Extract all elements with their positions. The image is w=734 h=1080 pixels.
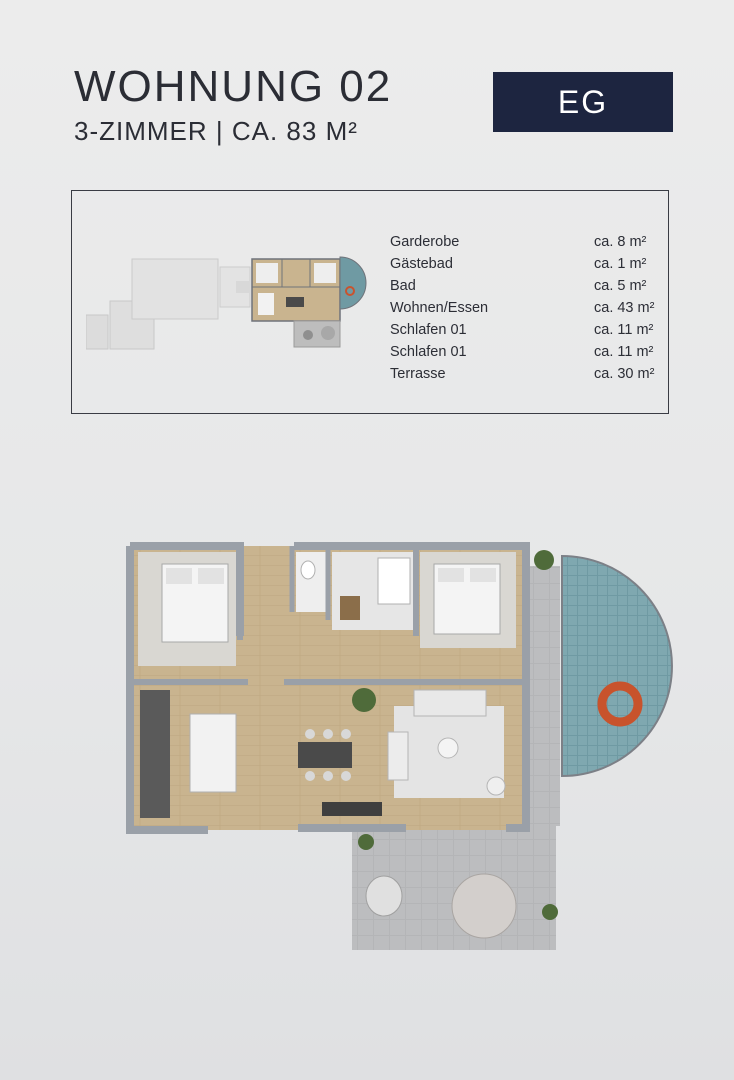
- plant: [352, 688, 376, 712]
- tv-sideboard: [322, 802, 382, 816]
- pool-ring-float: [597, 681, 643, 727]
- pool: [561, 554, 673, 778]
- room-row: Schlafen 01 ca. 11 m²: [390, 341, 666, 363]
- room-area: ca. 1 m²: [594, 256, 647, 272]
- info-box: Garderobe ca. 8 m² Gästebad ca. 1 m² Bad…: [71, 190, 669, 414]
- floor-badge: EG: [493, 72, 673, 132]
- dining-table: [298, 742, 352, 768]
- apartment-title: WOHNUNG 02: [74, 62, 393, 111]
- kitchen-counter: [140, 690, 170, 818]
- room-area: ca. 43 m²: [594, 300, 655, 316]
- kitchen-island: [189, 713, 237, 793]
- room-row: Bad ca. 5 m²: [390, 275, 666, 297]
- room-name: Gästebad: [390, 256, 453, 272]
- guest-bath: [296, 552, 326, 612]
- room-name: Terrasse: [390, 366, 446, 382]
- apartment-subtitle: 3-ZIMMER | CA. 83 M²: [74, 116, 358, 146]
- room-area: ca. 8 m²: [594, 234, 647, 250]
- room-area: ca. 30 m²: [594, 366, 655, 382]
- room-row: Gästebad ca. 1 m²: [390, 253, 666, 275]
- room-row: Garderobe ca. 8 m²: [390, 231, 666, 253]
- room-area: ca. 11 m²: [594, 322, 654, 338]
- lounge-chair: [365, 875, 403, 917]
- room-name: Bad: [390, 278, 416, 294]
- umbrella: [451, 873, 517, 939]
- room-name: Garderobe: [390, 234, 460, 250]
- room-name: Schlafen 01: [390, 322, 467, 338]
- room-area: ca. 11 m²: [594, 344, 654, 360]
- sofa: [413, 689, 487, 717]
- room-area: ca. 5 m²: [594, 278, 647, 294]
- room-area-list: Garderobe ca. 8 m² Gästebad ca. 1 m² Bad…: [390, 231, 666, 385]
- room-name: Schlafen 01: [390, 344, 467, 360]
- floor-plan-render: [126, 542, 673, 950]
- room-row: Schlafen 01 ca. 11 m²: [390, 319, 666, 341]
- keyplan-thumbnail: [86, 256, 367, 350]
- room-row: Wohnen/Essen ca. 43 m²: [390, 297, 666, 319]
- room-name: Wohnen/Essen: [390, 300, 489, 316]
- room-row: Terrasse ca. 30 m²: [390, 363, 666, 385]
